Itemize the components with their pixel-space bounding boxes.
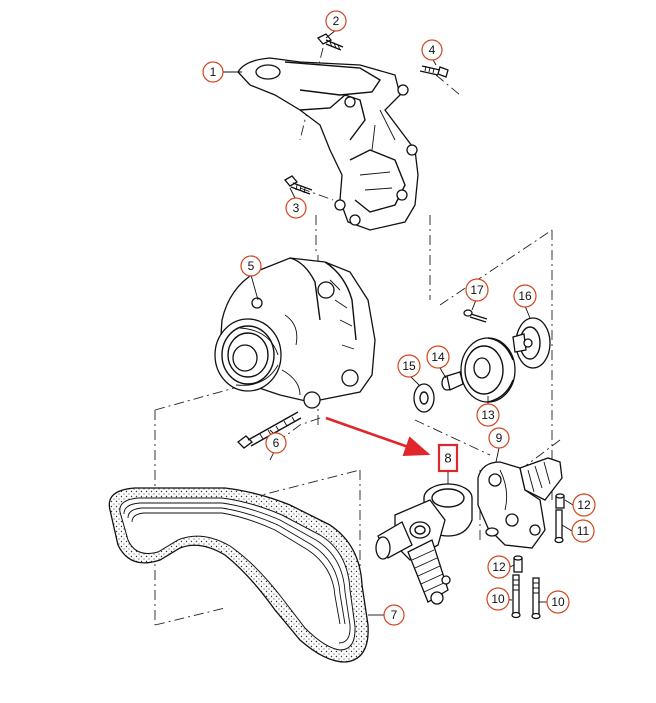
tensioner-part bbox=[375, 483, 473, 605]
callout-9[interactable]: 9 bbox=[488, 427, 510, 449]
callout-17[interactable]: 17 bbox=[465, 278, 489, 302]
bolt-10-left bbox=[511, 574, 521, 619]
callout-10-right[interactable]: 10 bbox=[546, 590, 570, 614]
callout-6[interactable]: 6 bbox=[265, 432, 287, 454]
highlight-arrow bbox=[325, 416, 431, 457]
svg-text:8: 8 bbox=[444, 451, 451, 466]
bolt-2 bbox=[316, 33, 344, 51]
svg-text:10: 10 bbox=[491, 592, 505, 606]
alternator-part bbox=[214, 257, 376, 409]
ribbed-belt-part bbox=[108, 487, 369, 663]
bracket-part bbox=[237, 57, 419, 231]
svg-text:11: 11 bbox=[577, 524, 590, 538]
svg-text:15: 15 bbox=[402, 359, 416, 373]
callout-11[interactable]: 11 bbox=[571, 519, 595, 543]
callout-13[interactable]: 13 bbox=[476, 403, 500, 427]
spacer-14 bbox=[441, 371, 464, 391]
bolt-6 bbox=[237, 411, 302, 449]
svg-text:17: 17 bbox=[470, 283, 484, 297]
svg-text:5: 5 bbox=[248, 259, 255, 273]
bolt-3 bbox=[284, 175, 313, 195]
svg-text:1: 1 bbox=[210, 65, 217, 79]
washer-15 bbox=[413, 383, 435, 413]
callout-8-highlighted[interactable]: 8 bbox=[437, 443, 459, 473]
svg-text:12: 12 bbox=[492, 560, 506, 574]
sleeve-12-lower bbox=[513, 555, 523, 573]
callout-1[interactable]: 1 bbox=[202, 61, 224, 83]
svg-text:6: 6 bbox=[273, 436, 280, 450]
svg-text:3: 3 bbox=[293, 201, 300, 215]
bolt-11 bbox=[554, 509, 564, 544]
tensioner-bracket-part bbox=[477, 457, 563, 549]
callout-12-lower[interactable]: 12 bbox=[487, 555, 511, 579]
bolt-10-right bbox=[531, 577, 541, 620]
svg-text:13: 13 bbox=[481, 408, 495, 422]
svg-text:7: 7 bbox=[391, 608, 398, 622]
bolt-4 bbox=[419, 65, 449, 78]
screw-17 bbox=[463, 309, 488, 323]
callout-4[interactable]: 4 bbox=[421, 39, 443, 61]
callout-2[interactable]: 2 bbox=[325, 10, 347, 32]
svg-text:2: 2 bbox=[333, 14, 340, 28]
svg-text:10: 10 bbox=[551, 595, 565, 609]
callout-16[interactable]: 16 bbox=[513, 284, 537, 308]
callout-10-left[interactable]: 10 bbox=[486, 587, 510, 611]
sleeve-12-upper bbox=[555, 493, 565, 509]
svg-text:14: 14 bbox=[431, 350, 445, 364]
callout-14[interactable]: 14 bbox=[426, 345, 450, 369]
svg-text:9: 9 bbox=[496, 431, 503, 445]
idler-pulley-13 bbox=[460, 337, 516, 403]
callout-5[interactable]: 5 bbox=[240, 255, 262, 277]
svg-text:16: 16 bbox=[518, 289, 532, 303]
callout-12-upper[interactable]: 12 bbox=[572, 493, 596, 517]
cover-16 bbox=[512, 317, 551, 369]
svg-text:12: 12 bbox=[577, 498, 591, 512]
callout-3[interactable]: 3 bbox=[285, 197, 307, 219]
callout-7[interactable]: 7 bbox=[383, 604, 405, 626]
svg-text:4: 4 bbox=[429, 43, 436, 57]
callout-15[interactable]: 15 bbox=[397, 354, 421, 378]
